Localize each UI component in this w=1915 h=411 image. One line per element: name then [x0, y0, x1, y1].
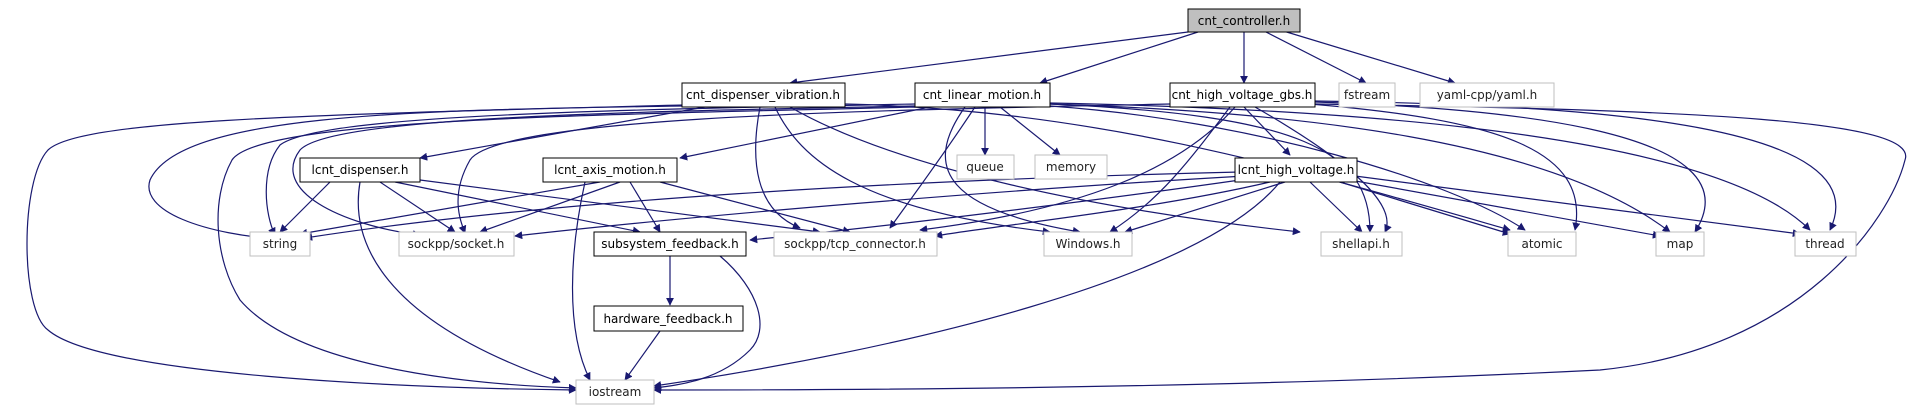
node-iostream[interactable]: iostream	[575, 379, 655, 405]
node-label: thread	[1805, 237, 1844, 251]
node-label: queue	[966, 160, 1004, 174]
node-map[interactable]: map	[1655, 231, 1705, 257]
node-atomic[interactable]: atomic	[1507, 231, 1577, 257]
edge-linear-string	[265, 103, 916, 236]
edge-controller-dispenser-vibration	[789, 31, 1189, 87]
edge-linear-sockpp-tcp	[889, 106, 976, 229]
edge-controller-linear-motion	[1039, 31, 1199, 85]
node-label: hardware_feedback.h	[603, 312, 732, 326]
node-label: cnt_linear_motion.h	[923, 88, 1041, 102]
edge-vibration-windows	[774, 106, 1051, 236]
edge-linear-iostream	[217, 106, 916, 392]
node-lcnt-axis-motion[interactable]: lcnt_axis_motion.h	[542, 157, 678, 183]
edge-ldispenser-sockpp-tcp	[419, 179, 821, 236]
node-label: cnt_controller.h	[1198, 14, 1290, 28]
edge-lhv-atomic	[1339, 181, 1511, 236]
node-label: fstream	[1344, 88, 1390, 102]
node-label: cnt_high_voltage_gbs.h	[1172, 88, 1313, 102]
edge-linear-shellapi	[1049, 103, 1374, 233]
node-lcnt-dispenser[interactable]: lcnt_dispenser.h	[299, 157, 421, 183]
node-label: string	[263, 237, 297, 251]
edge-laxis-subsystem	[629, 181, 661, 233]
node-queue[interactable]: queue	[956, 154, 1015, 180]
node-label: Windows.h	[1056, 237, 1121, 251]
edge-lhv-windows	[1124, 181, 1286, 234]
node-label: lcnt_high_voltage.h	[1238, 163, 1355, 177]
edge-lhv-sockpp-tcp	[934, 181, 1271, 239]
node-fstream[interactable]: fstream	[1338, 82, 1396, 108]
node-label: lcnt_axis_motion.h	[554, 163, 666, 177]
node-string[interactable]: string	[249, 231, 311, 257]
edge-laxis-iostream	[571, 181, 591, 381]
node-label: subsystem_feedback.h	[601, 237, 738, 251]
edge-lhv-map	[1349, 179, 1661, 239]
edge-vibration-string	[148, 105, 683, 244]
node-windows[interactable]: Windows.h	[1043, 231, 1133, 257]
edge-ldispenser-string	[279, 181, 331, 233]
dependency-edges	[26, 29, 1907, 394]
edge-gbs-map	[1314, 101, 1706, 233]
edge-linear-sockpp-socket	[292, 105, 916, 239]
node-cnt-dispenser-vibration[interactable]: cnt_dispenser_vibration.h	[681, 82, 846, 108]
node-label: yaml-cpp/yaml.h	[1437, 88, 1538, 102]
edge-gbs-iostream	[653, 103, 1907, 394]
node-sockpp-tcp[interactable]: sockpp/tcp_connector.h	[773, 231, 938, 257]
node-lcnt-high-voltage[interactable]: lcnt_high_voltage.h	[1234, 157, 1358, 183]
node-cnt-high-voltage-gbs[interactable]: cnt_high_voltage_gbs.h	[1169, 82, 1316, 108]
edge-linear-memory	[999, 106, 1061, 156]
edge-laxis-string	[299, 181, 601, 237]
node-hardware-feedback[interactable]: hardware_feedback.h	[593, 305, 744, 332]
edge-gbs-atomic	[1309, 103, 1581, 231]
edge-linear-lcnt-axis-motion	[679, 106, 931, 161]
edge-linear-windows	[944, 106, 1081, 235]
edge-lhv-thread	[1354, 175, 1801, 238]
edge-vibration-shellapi	[789, 106, 1301, 236]
node-label: sockpp/tcp_connector.h	[784, 237, 926, 251]
node-label: shellapi.h	[1332, 237, 1390, 251]
node-sockpp-socket[interactable]: sockpp/socket.h	[398, 231, 515, 257]
node-label: sockpp/socket.h	[408, 237, 505, 251]
edge-linear-thread	[1049, 102, 1811, 231]
edge-gbs-sockpp-socket	[457, 103, 1171, 234]
edge-lhv-iostream	[653, 181, 1281, 389]
node-cnt-linear-motion[interactable]: cnt_linear_motion.h	[914, 82, 1051, 108]
edge-ldispenser-iostream	[357, 181, 561, 384]
edge-controller-fstream	[1265, 31, 1367, 84]
edge-vibration-sockpp-tcp	[755, 106, 801, 230]
edge-hardware-iostream	[624, 330, 661, 381]
node-label: iostream	[589, 385, 642, 399]
edge-lhv-string	[304, 171, 1241, 241]
edge-vibration-iostream	[26, 104, 683, 394]
edge-lhv-sockpp-socket	[514, 175, 1246, 240]
node-label: lcnt_dispenser.h	[312, 163, 409, 177]
edge-gbs-sockpp-tcp	[919, 106, 1236, 234]
node-yaml[interactable]: yaml-cpp/yaml.h	[1419, 82, 1555, 108]
edge-linear-atomic	[1049, 105, 1526, 231]
node-label: atomic	[1521, 237, 1562, 251]
edge-subsystem-iostream	[653, 255, 761, 392]
edge-vibration-atomic	[844, 103, 1511, 232]
node-label: map	[1667, 237, 1694, 251]
edge-lhv-shellapi	[1309, 181, 1363, 233]
edge-laxis-sockpp-socket	[479, 181, 621, 234]
node-thread[interactable]: thread	[1794, 231, 1857, 257]
edge-gbs-windows	[1109, 106, 1231, 233]
edge-ldispenser-subsystem	[394, 181, 641, 235]
edge-linear-map	[1049, 103, 1671, 233]
node-subsystem-feedback[interactable]: subsystem_feedback.h	[593, 231, 747, 257]
node-label: memory	[1046, 160, 1096, 174]
edge-laxis-sockpp-tcp	[659, 181, 851, 235]
node-memory[interactable]: memory	[1034, 154, 1108, 180]
edge-gbs-lcnt-high-voltage	[1243, 106, 1291, 156]
edge-ldispenser-sockpp-socket	[379, 181, 456, 233]
node-shellapi[interactable]: shellapi.h	[1320, 231, 1403, 257]
node-cnt-controller[interactable]: cnt_controller.h	[1187, 8, 1301, 33]
node-label: cnt_dispenser_vibration.h	[686, 88, 840, 102]
edge-controller-yaml	[1279, 29, 1456, 85]
